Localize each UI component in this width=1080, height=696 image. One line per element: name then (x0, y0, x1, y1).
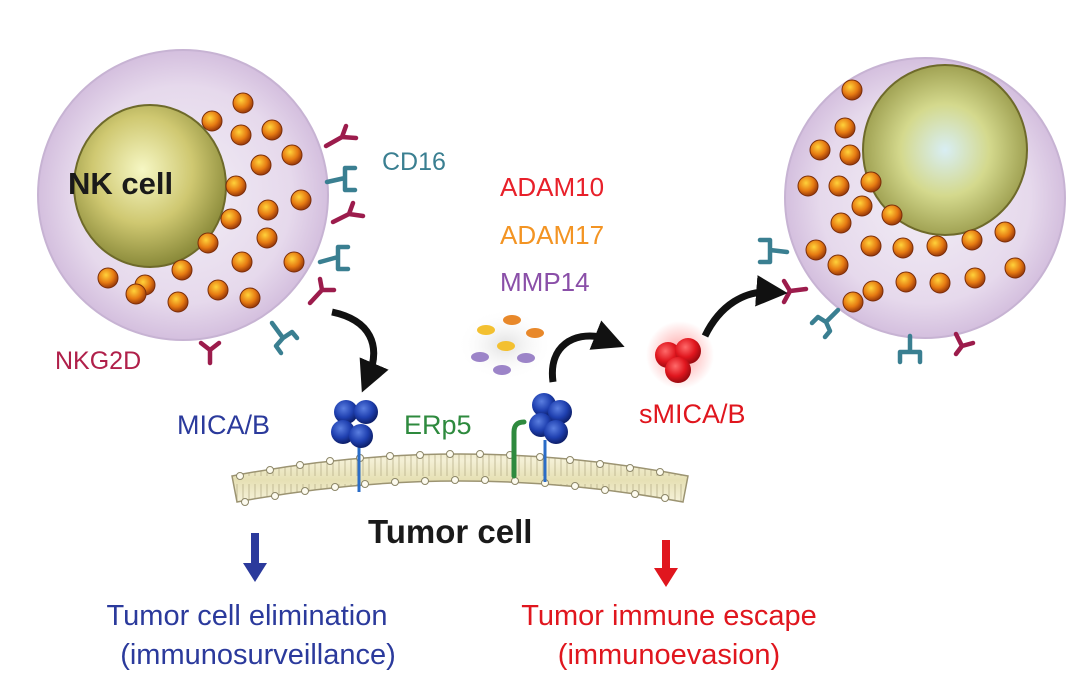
shedding-arrow (548, 320, 625, 383)
down-arrow-right (654, 540, 678, 587)
nk-cell-right-nucleus (862, 64, 1028, 236)
nk-cell-right (784, 57, 1066, 339)
nk-cell-left-granules (97, 92, 312, 313)
nk-cell-label: NK cell (68, 166, 173, 201)
soluble-mica-b (646, 321, 714, 389)
binding-arrow (331, 308, 389, 393)
down-arrow-left (243, 533, 267, 582)
mmp14-label: MMP14 (500, 267, 590, 297)
adam10-label: ADAM10 (500, 172, 604, 202)
mica-b-right (529, 393, 572, 482)
mica-b-left (331, 400, 378, 492)
membrane-lipid-heads (236, 450, 669, 506)
cd16-receptors-left (269, 165, 358, 356)
smica-b-label: sMICA/B (639, 399, 746, 429)
protease-cloud (457, 309, 553, 381)
erp5-label: ERp5 (404, 410, 472, 440)
outcome-left-line2: (immunosurveillance) (120, 639, 396, 671)
mica-b-label: MICA/B (177, 410, 270, 440)
outcome-right-line2: (immunoevasion) (558, 639, 780, 671)
cd16-label: CD16 (382, 148, 446, 176)
tumor-cell-label: Tumor cell (368, 513, 532, 550)
nkg2d-label: NKG2D (55, 347, 141, 375)
nk-cell-left: NK cell (37, 49, 329, 341)
erp5-protein (511, 419, 527, 479)
adam17-label: ADAM17 (500, 220, 604, 250)
outcome-left-line1: Tumor cell elimination (107, 600, 388, 632)
nk-cell-right-granules (797, 79, 1026, 313)
outcome-right-line1: Tumor immune escape (521, 600, 816, 632)
cd16-receptors-right (757, 237, 923, 365)
nkg2d-receptors-left (198, 123, 366, 366)
binding-arrow-right (701, 275, 788, 338)
